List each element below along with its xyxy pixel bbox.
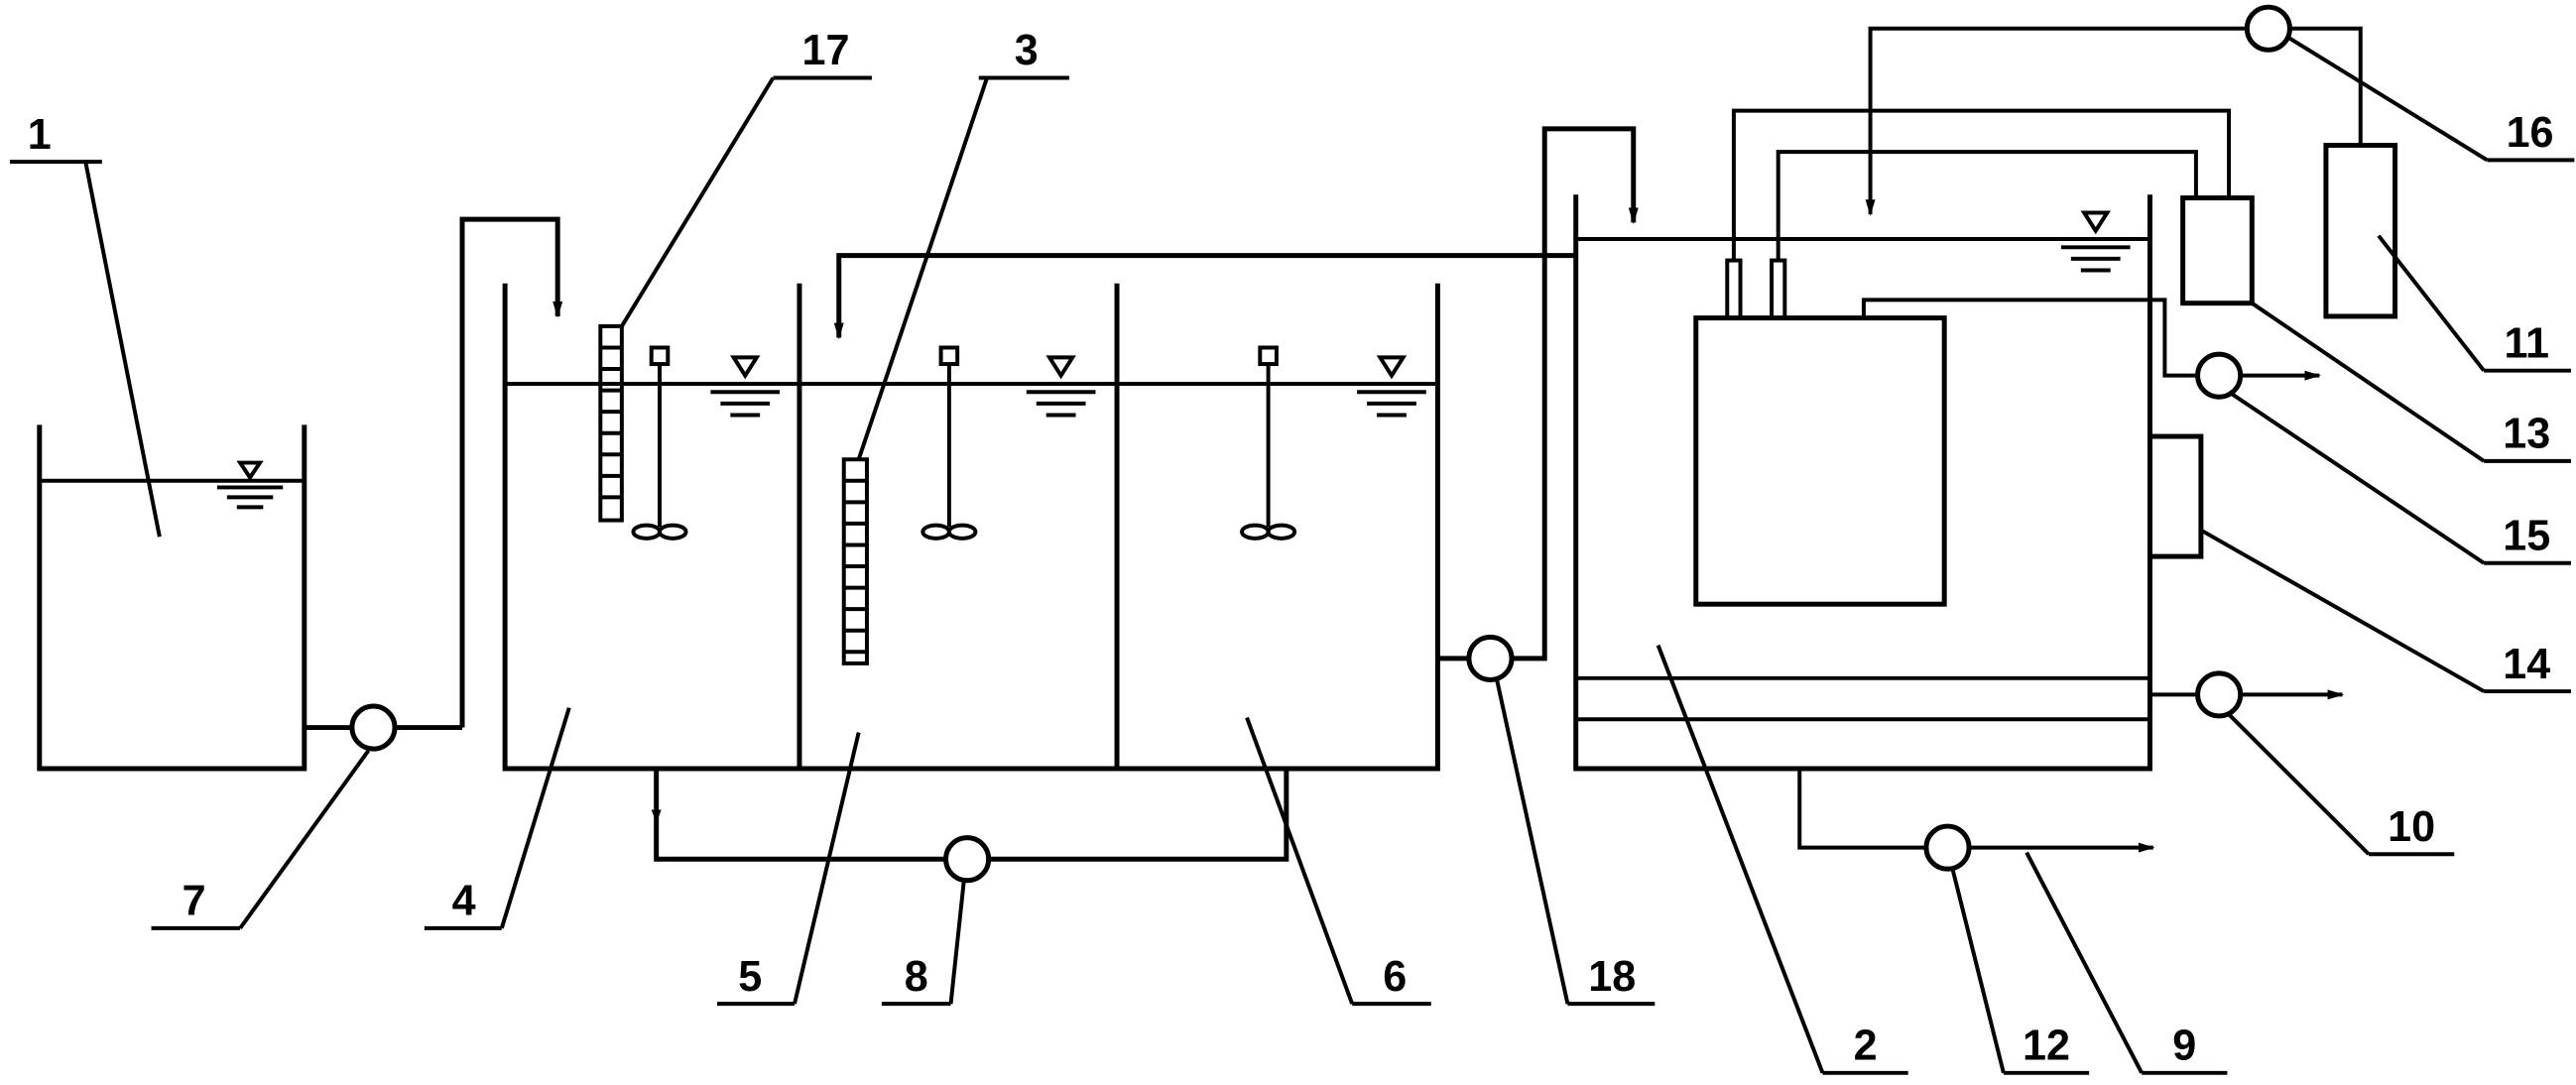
water-level-icon (216, 460, 284, 510)
label-3: 3 (1015, 27, 1039, 74)
return-pipe (833, 253, 1576, 340)
power-supply-13 (2180, 195, 2255, 306)
label-17: 17 (802, 27, 850, 74)
label-8: 8 (905, 953, 928, 1001)
water-level-icon (1357, 355, 1426, 418)
pump-16 (2244, 4, 2292, 53)
label-7: 7 (183, 878, 206, 925)
pump-12 (1923, 823, 1972, 872)
stirrer-icon (920, 345, 978, 541)
water-level-icon (2060, 210, 2131, 273)
label-16: 16 (2507, 109, 2554, 157)
pump-7 (349, 703, 398, 752)
label-10: 10 (2388, 803, 2435, 851)
membrane-tank (1573, 194, 2152, 772)
leader-lines (9, 37, 2575, 1075)
label-18: 18 (1588, 953, 1636, 1001)
raw-water-tank (37, 424, 307, 772)
label-4: 4 (452, 878, 476, 925)
label-5: 5 (738, 953, 762, 1001)
packing-column-17 (598, 323, 624, 523)
sludge-pipe (1797, 769, 2155, 853)
label-1: 1 (28, 111, 52, 159)
electrode-leads (1731, 108, 2232, 261)
label-2: 2 (1854, 1023, 1878, 1070)
pump-18 (1466, 634, 1515, 682)
pump-8 (943, 835, 992, 884)
permeate-pipe (1861, 298, 2321, 381)
transfer-pipe (1437, 126, 1639, 662)
label-6: 6 (1383, 953, 1407, 1001)
recirculation-pipe (651, 769, 1289, 862)
stirrer-icon (1240, 345, 1297, 541)
reagent-tank-11 (2323, 143, 2398, 319)
label-13: 13 (2503, 411, 2550, 458)
water-level-icon (710, 355, 781, 418)
pump-10 (2195, 670, 2244, 719)
dosing-pipe (1865, 26, 2363, 216)
water-level-icon (1026, 355, 1096, 418)
device-14 (2147, 433, 2204, 559)
label-14: 14 (2503, 641, 2550, 688)
stirrer-icon (631, 345, 688, 541)
packing-column-3 (841, 457, 869, 665)
pump-15 (2195, 351, 2244, 400)
label-12: 12 (2023, 1023, 2070, 1070)
label-9: 9 (2172, 1023, 2196, 1070)
feed-pipe (304, 216, 563, 731)
label-15: 15 (2503, 512, 2550, 559)
label-11: 11 (2504, 319, 2549, 367)
